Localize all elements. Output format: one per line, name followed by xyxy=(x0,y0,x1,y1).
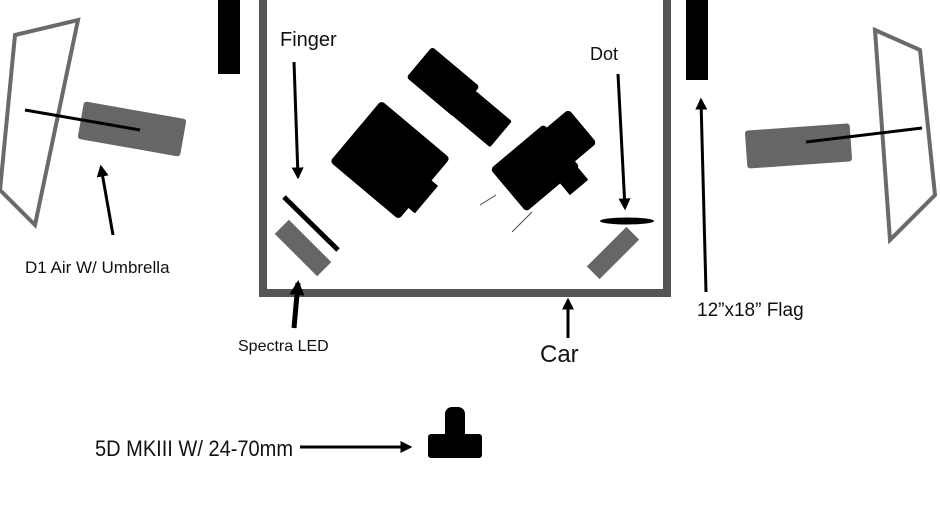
arrow-icon xyxy=(695,97,708,293)
top-left-flag-icon xyxy=(218,0,240,74)
dot-icon xyxy=(600,217,654,225)
umbrella-right-icon xyxy=(745,26,938,245)
arrow-icon xyxy=(289,280,305,329)
camera-icon xyxy=(428,407,482,458)
arrow-icon xyxy=(291,61,304,180)
camera-label: 5D MKIII W/ 24-70mm xyxy=(95,436,293,461)
finger-icon xyxy=(282,195,340,252)
umbrella-left-icon xyxy=(0,17,187,230)
flag-label: 12”x18” Flag xyxy=(697,300,804,321)
d1-air-label: D1 Air W/ Umbrella xyxy=(25,258,170,277)
car-seats-icon xyxy=(331,47,596,218)
car-label: Car xyxy=(540,341,579,368)
antenna-line xyxy=(511,211,533,233)
dot-label: Dot xyxy=(590,44,618,64)
antenna-line xyxy=(479,194,497,206)
finger-label: Finger xyxy=(280,29,337,51)
spectra-led-label: Spectra LED xyxy=(238,338,329,355)
light-panel-icon xyxy=(586,226,640,280)
light-panel-icon xyxy=(274,219,332,277)
arrow-icon xyxy=(96,164,115,236)
flag-icon xyxy=(686,0,708,80)
arrow-icon xyxy=(616,73,631,211)
car-frame xyxy=(259,0,671,297)
